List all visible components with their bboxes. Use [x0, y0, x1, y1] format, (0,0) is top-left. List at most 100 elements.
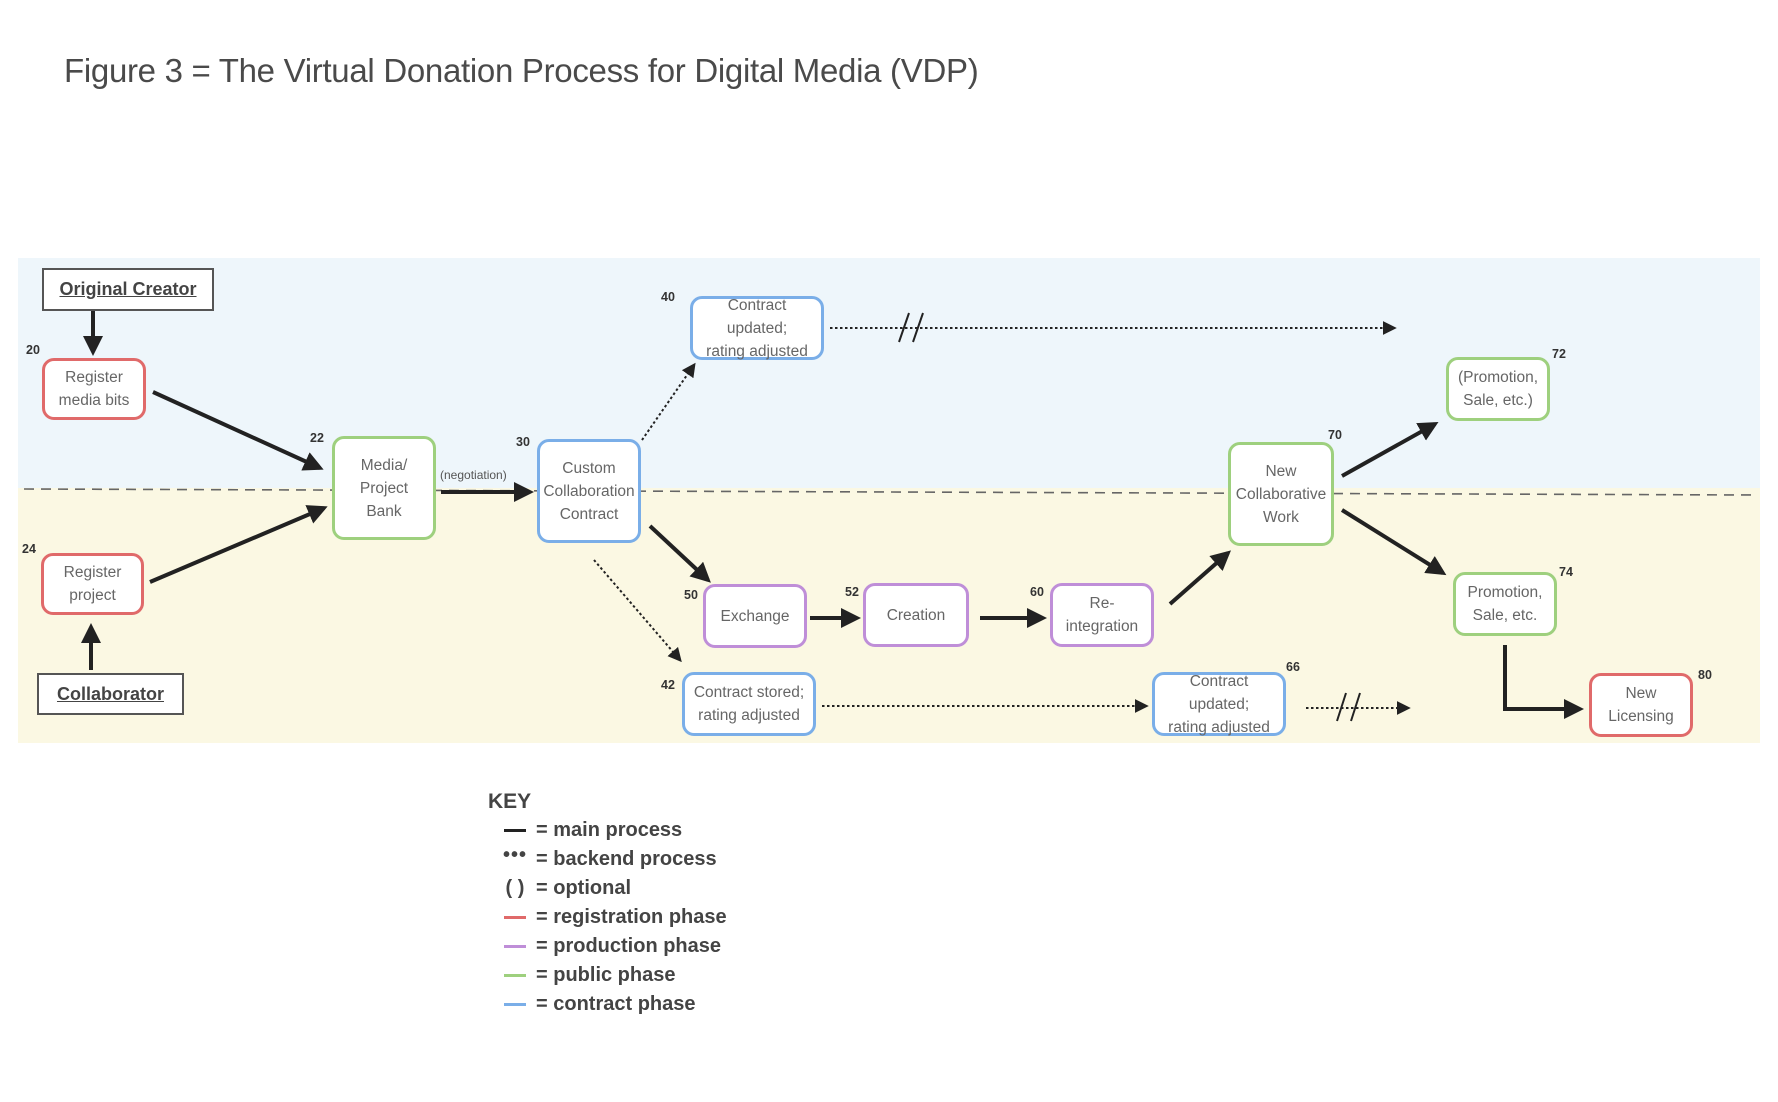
parentheses-swatch: ( ): [502, 876, 528, 899]
custom-contract-line1: Custom: [562, 459, 616, 477]
contract-updated-bottom-node: Contract updated; rating adjusted: [1152, 672, 1286, 736]
promotion-optional-line1: (Promotion,: [1457, 369, 1539, 386]
break-mark-bottom-a: [1336, 692, 1347, 722]
legend-label: = production phase: [536, 934, 722, 957]
legend-label: = backend process: [536, 847, 717, 870]
legend-item-backend-process: ••• = backend process: [502, 844, 717, 871]
figure-title: Figure 3 = The Virtual Donation Process …: [64, 52, 979, 89]
legend-item-main-process: = main process: [502, 818, 682, 842]
register-media-node: Register media bits: [42, 358, 146, 420]
contract-updated-top-number: 40: [661, 290, 675, 304]
break-marks: [898, 312, 1361, 722]
promotion-optional-line2: Sale, etc.): [1463, 392, 1533, 409]
media-bank-line2: Project: [359, 479, 409, 497]
register-media-line2: media bits: [58, 392, 130, 409]
break-mark-top-b: [912, 312, 924, 343]
register-project-number: 24: [22, 542, 36, 556]
contract-updated-bottom-line1: Contract updated;: [1188, 672, 1250, 713]
arrow-work-to-optional-promotion: [1341, 422, 1439, 478]
new-work-number: 70: [1328, 428, 1342, 442]
reintegration-node: Re-integration: [1050, 583, 1154, 647]
new-licensing-line1: New: [1625, 685, 1657, 702]
register-project-line2: project: [69, 587, 116, 604]
arrow-contract-to-exchange: [648, 524, 711, 583]
creation-line1: Creation: [886, 606, 946, 624]
new-licensing-line2: Licensing: [1608, 708, 1674, 725]
solid-line-swatch: [502, 820, 528, 840]
custom-contract-line2: Collaboration: [543, 482, 635, 500]
arrow-reintegration-to-work: [1168, 550, 1232, 606]
promotion-optional-number: 72: [1552, 347, 1566, 361]
contract-updated-top-line2: rating adjusted: [706, 342, 808, 360]
legend-label: = registration phase: [536, 905, 727, 928]
exchange-number: 50: [684, 588, 698, 602]
new-work-line2: Collaborative: [1235, 485, 1327, 503]
original-creator-actor: Original Creator: [42, 268, 214, 311]
red-line-swatch: [502, 907, 528, 927]
promotion-line2: Sale, etc.: [1472, 607, 1538, 624]
legend-label: = optional: [536, 876, 631, 899]
arrow-media-to-bank: [152, 390, 324, 471]
media-bank-number: 22: [310, 431, 324, 445]
original-creator-label: Original Creator: [59, 279, 197, 299]
contract-updated-bottom-number: 66: [1286, 660, 1300, 674]
creation-node: Creation: [863, 583, 969, 647]
negotiation-label: (negotiation): [440, 468, 507, 482]
contract-updated-top-node: Contract updated; rating adjusted: [690, 296, 824, 360]
break-mark-top-a: [898, 312, 910, 343]
creation-number: 52: [845, 585, 859, 599]
register-project-node: Register project: [41, 553, 144, 615]
media-bank-line3: Bank: [366, 502, 402, 520]
reintegration-line2: integration: [1065, 618, 1139, 635]
main-process-arrows: [81, 310, 1584, 719]
contract-updated-top-line1: Contract updated;: [726, 296, 788, 337]
custom-contract-number: 30: [516, 435, 530, 449]
legend-item-contract: = contract phase: [502, 992, 696, 1016]
parentheses-symbol: ( ): [505, 876, 525, 899]
collaborator-label: Collaborator: [56, 683, 164, 704]
legend-label: = contract phase: [536, 992, 696, 1015]
dotted-contract-to-stored: [593, 559, 682, 663]
legend-title: KEY: [488, 790, 532, 813]
legend-label: = public phase: [536, 963, 676, 986]
purple-line-swatch: [502, 936, 528, 956]
dotted-line-swatch: •••: [502, 844, 527, 866]
arrow-promotion-to-licensing: [1503, 645, 1584, 719]
reintegration-number: 60: [1030, 585, 1044, 599]
contract-stored-line1: Contract stored;: [693, 684, 805, 701]
register-media-number: 20: [26, 343, 40, 357]
backend-process-arrows: [593, 321, 1411, 715]
legend-item-optional: ( ) = optional: [502, 876, 631, 900]
break-mark-bottom-b: [1350, 692, 1361, 722]
promotion-line1: Promotion,: [1467, 584, 1543, 601]
custom-contract-line3: Contract: [559, 505, 619, 523]
new-work-line1: New: [1265, 462, 1297, 480]
media-bank-line1: Media/: [360, 456, 408, 474]
collaborator-actor: Collaborator: [37, 673, 184, 715]
contract-stored-line2: rating adjusted: [698, 707, 800, 724]
exchange-node: Exchange: [703, 584, 807, 648]
register-project-line1: Register: [63, 564, 122, 581]
new-work-line3: Work: [1263, 508, 1299, 526]
promotion-node: Promotion, Sale, etc.: [1453, 572, 1557, 636]
promotion-number: 74: [1559, 565, 1573, 579]
new-licensing-number: 80: [1698, 668, 1712, 682]
legend-item-production: = production phase: [502, 934, 721, 958]
contract-stored-number: 42: [661, 678, 675, 692]
arrow-project-to-bank: [149, 505, 328, 584]
green-line-swatch: [502, 965, 528, 985]
legend-item-public: = public phase: [502, 963, 675, 987]
exchange-line1: Exchange: [720, 607, 790, 625]
legend-label: = main process: [536, 818, 683, 841]
register-media-line1: Register: [65, 369, 123, 386]
reintegration-line1: Re-: [1089, 595, 1115, 612]
dotted-contract-to-top-update: [641, 362, 696, 441]
arrow-work-to-promotion: [1340, 508, 1447, 576]
contract-updated-bottom-line2: rating adjusted: [1168, 718, 1270, 736]
blue-line-swatch: [502, 994, 528, 1014]
